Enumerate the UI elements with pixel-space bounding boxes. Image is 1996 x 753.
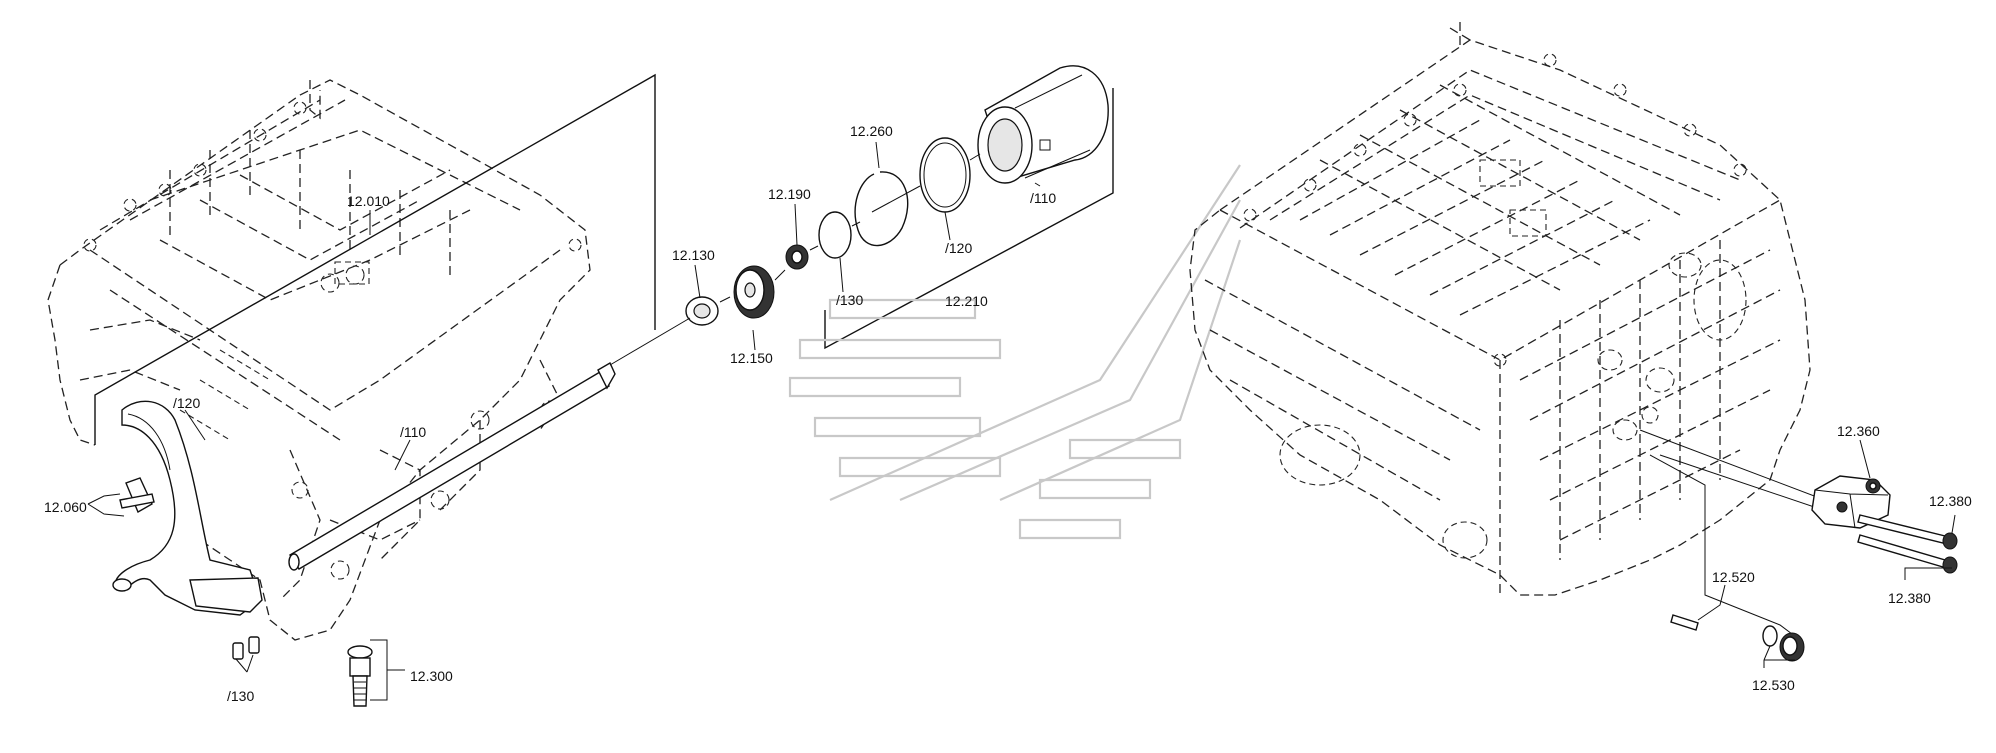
pin-axis — [1649, 454, 1801, 641]
snap-ring-12260 — [854, 171, 909, 247]
valve-axis — [1639, 429, 1839, 516]
o-ring-130 — [818, 211, 852, 259]
label-12260: 12.260 — [850, 123, 893, 139]
label-110-mid: /110 — [1030, 190, 1056, 206]
label-110-left: /110 — [400, 424, 426, 440]
leader-lines — [87, 141, 1956, 701]
set-screws — [232, 636, 260, 660]
label-120-left: /120 — [173, 395, 200, 411]
label-12130: 12.130 — [672, 247, 715, 263]
part-labels: 12.010 /120 /110 12.060 /130 12.300 12.1… — [44, 123, 1972, 704]
piston-110 — [977, 65, 1109, 184]
o-ring-120 — [919, 137, 971, 213]
bolt-top-12380 — [1857, 514, 1958, 550]
label-12190: 12.190 — [768, 186, 811, 202]
label-12380-bottom: 12.380 — [1888, 590, 1931, 606]
plug-12530 — [1762, 625, 1805, 662]
bearing-12130 — [685, 296, 719, 326]
label-12010: 12.010 — [347, 193, 390, 209]
bolt-bottom-12380 — [1857, 534, 1958, 574]
bracket-12210 — [824, 88, 1114, 350]
label-12060: 12.060 — [44, 499, 87, 515]
label-130-mid: /130 — [836, 292, 863, 308]
label-12380-top: 12.380 — [1929, 493, 1972, 509]
label-120-mid: /120 — [945, 240, 972, 256]
nut-12190 — [785, 244, 809, 270]
label-12520: 12.520 — [1712, 569, 1755, 585]
o-ring-120-inner — [923, 142, 967, 208]
gear-12150 — [733, 265, 775, 319]
section-line — [94, 73, 656, 445]
shift-shaft — [288, 362, 616, 571]
label-12530: 12.530 — [1752, 677, 1795, 693]
watermark-logo — [788, 164, 1242, 540]
label-12150: 12.150 — [730, 350, 773, 366]
shift-fork — [112, 400, 263, 616]
clip-part — [119, 477, 155, 514]
label-12210: 12.210 — [945, 293, 988, 309]
right-housing — [1189, 22, 1811, 596]
assembly-axis — [609, 153, 981, 366]
drain-plug — [347, 645, 373, 707]
valve-block-12360 — [1811, 475, 1891, 529]
label-130-left: /130 — [227, 688, 254, 704]
label-12360: 12.360 — [1837, 423, 1880, 439]
pin-12520 — [1670, 614, 1699, 631]
label-12300: 12.300 — [410, 668, 453, 684]
